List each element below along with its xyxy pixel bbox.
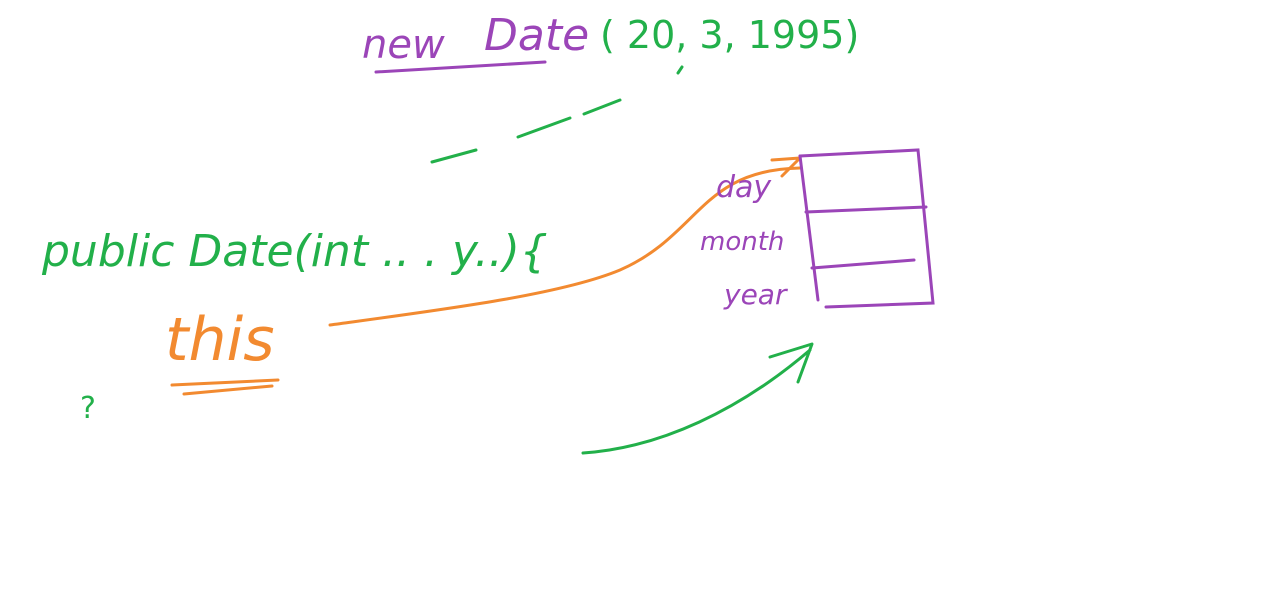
arrow-curve: [328, 166, 802, 327]
field-divider: [810, 258, 916, 270]
new-object-arrow: [581, 342, 814, 455]
dash-segment: [430, 148, 478, 164]
field-label-day: day: [716, 170, 772, 205]
field-divider: [804, 205, 928, 214]
constructor-call: new Date ( 20, 3, 1995): [362, 10, 859, 75]
date-class-name: Date: [484, 10, 589, 61]
this-keyword: this: [165, 305, 274, 375]
new-keyword: new: [362, 22, 445, 68]
call-to-constructor-dashes: [430, 98, 622, 164]
this-underline-2: [182, 384, 274, 396]
box-left-edge: [798, 154, 820, 302]
new-date-underline: [374, 60, 547, 74]
arrow-curve: [581, 348, 812, 455]
box-outline: [798, 148, 935, 309]
dash-segment: [516, 116, 572, 139]
field-label-year: year: [723, 278, 788, 311]
this-keyword-group: this: [165, 305, 280, 396]
constructor-definition: public Date(int .. . y..){: [41, 226, 548, 277]
field-labels: day month year: [700, 170, 788, 311]
arrowhead: [768, 342, 814, 384]
constructor-arguments: ( 20, 3, 1995): [600, 13, 859, 57]
small-tick-mark: [676, 65, 684, 75]
dash-segment: [582, 98, 622, 116]
date-object-box: [798, 148, 935, 309]
closing-brace-mark: ?: [80, 391, 96, 426]
this-underline-1: [170, 378, 280, 387]
field-label-month: month: [700, 227, 784, 257]
